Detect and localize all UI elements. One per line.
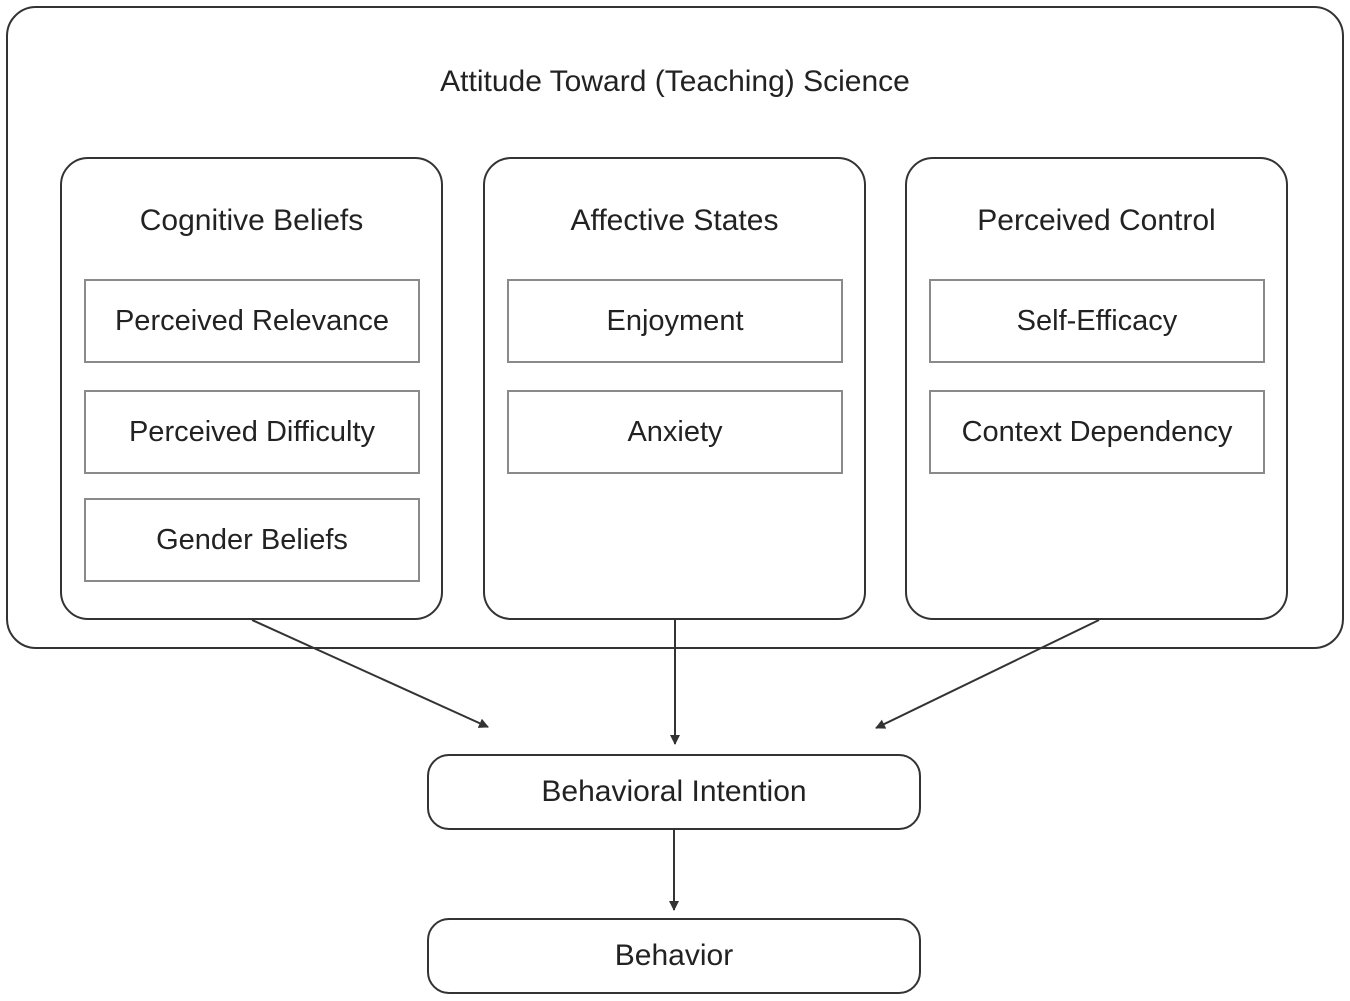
- item-perceived-difficulty: Perceived Difficulty: [84, 390, 420, 474]
- attitude-title: Attitude Toward (Teaching) Science: [440, 65, 910, 98]
- item-self-efficacy: Self-Efficacy: [929, 279, 1265, 363]
- group-title: Perceived Control: [977, 204, 1216, 237]
- item-context-dependency: Context Dependency: [929, 390, 1265, 474]
- arrow-control-to-intention: [875, 619, 1100, 729]
- item-gender-beliefs: Gender Beliefs: [84, 498, 420, 582]
- group-title: Affective States: [570, 204, 779, 237]
- group-perceived-control: Perceived Control Self-Efficacy Context …: [905, 157, 1288, 620]
- behavior-box: Behavior: [427, 918, 921, 994]
- group-affective-states: Affective States Enjoyment Anxiety: [483, 157, 866, 620]
- item-anxiety: Anxiety: [507, 390, 843, 474]
- item-perceived-relevance: Perceived Relevance: [84, 279, 420, 363]
- item-enjoyment: Enjoyment: [507, 279, 843, 363]
- group-title: Cognitive Beliefs: [139, 204, 364, 237]
- arrow-cognitive-to-intention: [251, 619, 489, 728]
- behavioral-intention-box: Behavioral Intention: [427, 754, 921, 830]
- group-cognitive-beliefs: Cognitive Beliefs Perceived Relevance Pe…: [60, 157, 443, 620]
